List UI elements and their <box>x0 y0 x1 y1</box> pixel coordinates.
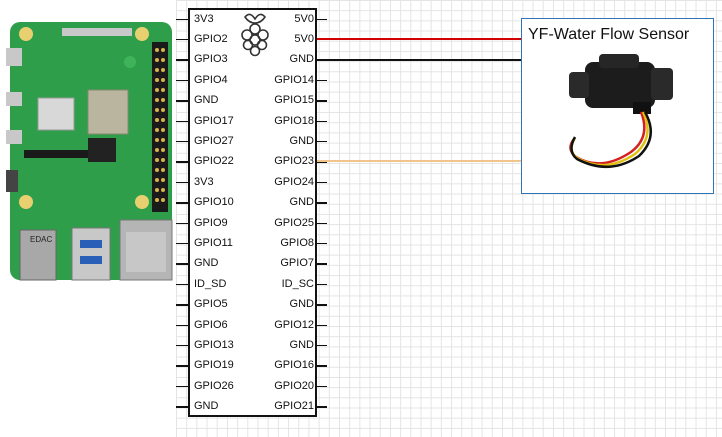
pin-label-left-18: GPIO19 <box>194 359 234 372</box>
pin-stub-left-4 <box>176 79 188 82</box>
pin-stub-left-14 <box>176 283 188 286</box>
pin-stub-left-1 <box>176 18 188 20</box>
pin-stub-right-1 <box>317 18 327 20</box>
pin-stub-left-8 <box>176 161 188 163</box>
pin-label-left-2: GPIO2 <box>194 32 228 45</box>
pin-label-right-20: GPIO21 <box>274 400 314 413</box>
pin-label-left-3: GPIO3 <box>194 53 228 66</box>
pin-label-left-16: GPIO6 <box>194 318 228 331</box>
pin-label-left-10: GPIO10 <box>194 196 234 209</box>
edac-label: EDAC <box>30 235 52 244</box>
raspberry-pi-logo-icon <box>241 13 269 57</box>
pin-label-right-2: 5V0 <box>294 32 314 45</box>
pin-stub-left-19 <box>176 385 188 388</box>
pin-label-right-7: GND <box>289 134 314 147</box>
raspberry-pi-board-image: EDAC <box>6 22 173 281</box>
pin-stub-right-17 <box>317 344 327 347</box>
pin-stub-left-6 <box>176 120 188 122</box>
pin-label-left-19: GPIO26 <box>194 379 234 392</box>
pin-label-left-20: GND <box>194 400 219 413</box>
pin-stub-left-20 <box>176 406 188 408</box>
pin-stub-right-12 <box>317 242 327 245</box>
pin-label-right-15: GND <box>289 298 314 311</box>
pin-stub-left-9 <box>176 181 188 184</box>
gpio-header-box <box>188 8 317 417</box>
pin-label-right-8: GPIO23 <box>274 155 314 168</box>
pin-label-left-14: ID_SD <box>194 277 227 290</box>
pin-label-right-10: GND <box>289 196 314 209</box>
pin-label-right-3: GND <box>289 53 314 66</box>
pin-label-left-8: GPIO22 <box>194 155 234 168</box>
pin-label-left-4: GPIO4 <box>194 73 228 86</box>
pin-label-right-11: GPIO25 <box>274 216 314 229</box>
pin-label-right-17: GND <box>289 338 314 351</box>
pin-label-right-1: 5V0 <box>294 12 314 25</box>
pin-stub-right-20 <box>317 406 327 408</box>
pin-stub-right-4 <box>317 79 327 82</box>
pin-label-right-12: GPIO8 <box>280 236 314 249</box>
pin-stub-right-16 <box>317 324 327 326</box>
pin-label-left-17: GPIO13 <box>194 338 234 351</box>
pin-stub-right-18 <box>317 365 327 367</box>
pin-label-left-1: 3V3 <box>194 12 214 25</box>
pin-stub-left-17 <box>176 344 188 347</box>
pin-stub-left-7 <box>176 140 188 143</box>
pin-label-right-9: GPIO24 <box>274 175 314 188</box>
pin-label-right-6: GPIO18 <box>274 114 314 127</box>
pin-stub-right-14 <box>317 283 327 286</box>
pin-stub-right-10 <box>317 202 327 204</box>
pin-stub-right-6 <box>317 120 327 122</box>
pin-stub-right-5 <box>317 100 327 102</box>
pin-stub-left-2 <box>176 38 188 41</box>
pin-stub-right-7 <box>317 140 327 143</box>
pin-label-right-4: GPIO14 <box>274 73 314 86</box>
pin-stub-left-12 <box>176 242 188 245</box>
pin-label-left-15: GPIO5 <box>194 298 228 311</box>
pin-label-right-18: GPIO16 <box>274 359 314 372</box>
pin-label-left-12: GPIO11 <box>194 236 233 249</box>
pin-stub-right-13 <box>317 263 327 265</box>
pin-label-right-16: GPIO12 <box>274 318 314 331</box>
pin-label-right-19: GPIO20 <box>274 379 314 392</box>
pin-stub-right-19 <box>317 385 327 388</box>
pin-label-left-9: 3V3 <box>194 175 214 188</box>
pin-stub-right-11 <box>317 222 327 224</box>
pin-stub-left-15 <box>176 304 188 306</box>
pin-stub-right-9 <box>317 181 327 184</box>
pin-stub-right-8 <box>317 161 327 163</box>
pin-label-left-6: GPIO17 <box>194 114 234 127</box>
sensor-title: YF-Water Flow Sensor <box>528 26 690 43</box>
pin-stub-left-18 <box>176 365 188 367</box>
pin-stub-left-10 <box>176 202 188 204</box>
pin-label-left-5: GND <box>194 94 219 107</box>
pin-stub-left-5 <box>176 100 188 102</box>
pin-stub-left-16 <box>176 324 188 326</box>
water-flow-sensor-image <box>569 54 673 169</box>
pin-label-left-7: GPIO27 <box>194 134 234 147</box>
pin-stub-left-11 <box>176 222 188 224</box>
pin-stub-left-3 <box>176 59 188 61</box>
pin-label-right-5: GPIO15 <box>274 94 314 107</box>
pin-label-left-11: GPIO9 <box>194 216 228 229</box>
pin-label-right-13: GPIO7 <box>280 257 314 270</box>
pin-stub-right-15 <box>317 304 327 306</box>
pin-label-right-14: ID_SC <box>281 277 314 290</box>
pin-label-left-13: GND <box>194 257 219 270</box>
pin-stub-left-13 <box>176 263 188 265</box>
